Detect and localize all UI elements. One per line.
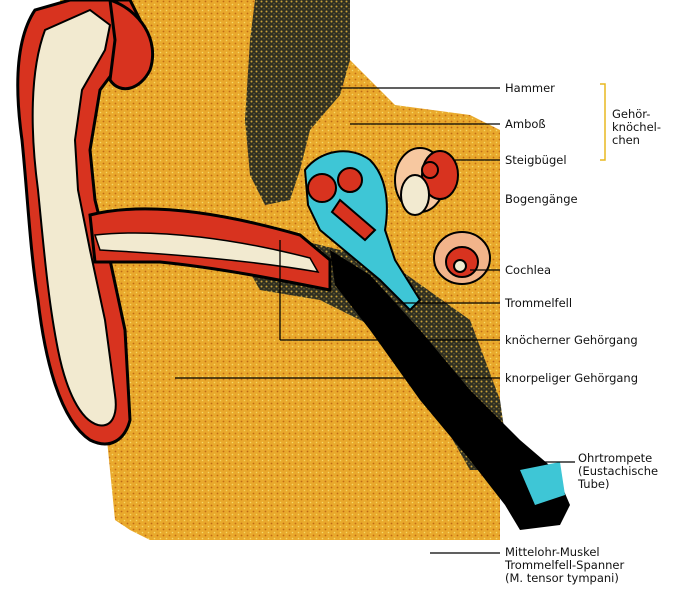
label-bogengaenge: Bogengänge — [505, 193, 578, 206]
label-knorpeliger-gehoergang: knorpeliger Gehörgang — [505, 372, 638, 385]
cochlea-shape — [434, 232, 490, 284]
label-hammer: Hammer — [505, 82, 555, 95]
ossicle-group-bracket — [600, 84, 605, 160]
label-mittelohr-muskel: Mittelohr-Muskel Trommelfell-Spanner (M.… — [505, 546, 624, 585]
ossicle-hammer — [308, 174, 336, 202]
label-cochlea: Cochlea — [505, 264, 551, 277]
label-ohrtrompete: Ohrtrompete (Eustachische Tube) — [578, 452, 658, 491]
label-steigbuegel: Steigbügel — [505, 154, 567, 167]
label-ambos: Amboß — [505, 118, 546, 131]
ossicle-anvil — [338, 168, 362, 192]
label-trommelfell: Trommelfell — [505, 297, 572, 310]
label-gehoerknoechelchen: Gehör- knöchel- chen — [612, 108, 661, 147]
label-knoecherner-gehoergang: knöcherner Gehörgang — [505, 334, 638, 347]
